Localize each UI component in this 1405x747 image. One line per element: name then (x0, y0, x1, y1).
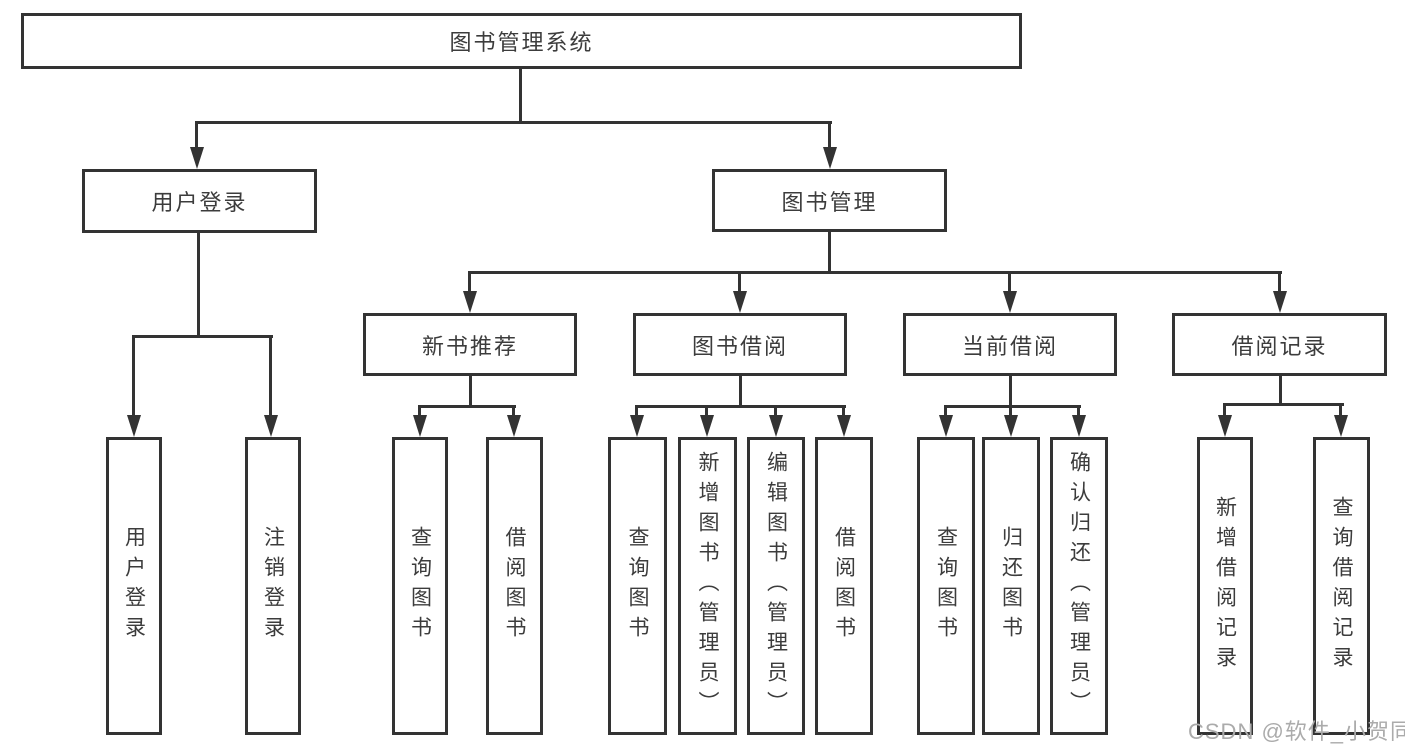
arrowhead-down-icon (837, 415, 851, 437)
connector-line (944, 405, 947, 415)
arrowhead-down-icon (1003, 291, 1017, 313)
connector-line (774, 405, 777, 415)
node-label: 新书推荐 (421, 333, 518, 359)
connector-line (635, 405, 638, 415)
connector-line (1009, 376, 1012, 407)
leaf-label: 查询图书 (626, 526, 649, 646)
node-label: 图书管理 (781, 189, 878, 215)
connector-line (1077, 405, 1080, 415)
leaf-label: 新增图书（管理员） (696, 451, 719, 721)
connector-line (469, 271, 1282, 274)
arrowhead-down-icon (733, 291, 747, 313)
connector-line (512, 405, 515, 415)
arrowhead-down-icon (823, 147, 837, 169)
connector-line (419, 405, 516, 408)
leaf-logout: 注销登录 (245, 437, 301, 735)
leaf-user-login: 用户登录 (106, 437, 162, 735)
connector-line (519, 69, 522, 122)
leaf-borrow-books-recommend: 借阅图书 (486, 437, 543, 735)
arrowhead-down-icon (190, 147, 204, 169)
arrowhead-down-icon (1218, 415, 1232, 437)
leaf-edit-books-admin: 编辑图书（管理员） (747, 437, 805, 735)
leaf-query-books-recommend: 查询图书 (392, 437, 448, 735)
arrowhead-down-icon (463, 291, 477, 313)
leaf-label: 确认归还（管理员） (1067, 451, 1091, 721)
arrowhead-down-icon (700, 415, 714, 437)
leaf-label: 借阅图书 (832, 526, 856, 646)
connector-line (197, 233, 200, 337)
leaf-return-books: 归还图书 (982, 437, 1040, 735)
arrowhead-down-icon (1334, 415, 1348, 437)
node-label: 图书借阅 (691, 333, 788, 359)
leaf-label: 新增借阅记录 (1213, 496, 1237, 676)
connector-line (842, 405, 845, 415)
connector-line (468, 271, 471, 291)
leaf-label: 查询图书 (408, 526, 432, 646)
node-label: 图书管理系统 (449, 30, 594, 55)
connector-line (269, 335, 272, 415)
connector-line (1008, 271, 1011, 291)
connector-line (828, 121, 831, 147)
leaf-add-books-admin: 新增图书（管理员） (678, 437, 737, 735)
arrowhead-down-icon (1072, 415, 1086, 437)
node-label: 当前借阅 (961, 333, 1058, 359)
leaf-query-books-current: 查询图书 (917, 437, 975, 735)
csdn-watermark: CSDN @软件_小贺同学 (1188, 719, 1405, 744)
node-label: 借阅记录 (1231, 333, 1328, 359)
leaf-query-books-borrow: 查询图书 (608, 437, 667, 735)
connector-line (133, 335, 273, 338)
node-book-borrow: 图书借阅 (633, 313, 847, 376)
connector-line (132, 335, 135, 415)
leaf-confirm-return-admin: 确认归还（管理员） (1050, 437, 1108, 735)
node-user-login: 用户登录 (82, 169, 317, 233)
node-borrow-records: 借阅记录 (1172, 313, 1387, 376)
connector-line (738, 271, 741, 291)
leaf-label: 用户登录 (122, 526, 146, 646)
connector-line (1009, 405, 1012, 415)
connector-line (636, 405, 846, 408)
connector-line (739, 376, 742, 407)
connector-line (418, 405, 421, 415)
connector-line (196, 121, 832, 124)
node-label: 用户登录 (151, 190, 248, 215)
connector-line (1339, 403, 1342, 415)
arrowhead-down-icon (264, 415, 278, 437)
leaf-borrow-books: 借阅图书 (815, 437, 873, 735)
connector-line (828, 232, 831, 273)
arrowhead-down-icon (1273, 291, 1287, 313)
leaf-add-borrow-record: 新增借阅记录 (1197, 437, 1253, 735)
node-book-management: 图书管理 (712, 169, 947, 232)
leaf-label: 注销登录 (261, 526, 285, 646)
leaf-label: 借阅图书 (503, 526, 526, 646)
leaf-query-borrow-record: 查询借阅记录 (1313, 437, 1370, 735)
node-root-system: 图书管理系统 (21, 13, 1022, 69)
connector-line (469, 376, 472, 407)
connector-line (1224, 403, 1344, 406)
connector-line (1279, 376, 1282, 405)
leaf-label: 编辑图书（管理员） (764, 451, 788, 721)
arrowhead-down-icon (1004, 415, 1018, 437)
arrowhead-down-icon (127, 415, 141, 437)
connector-line (195, 121, 198, 147)
connector-line (1223, 403, 1226, 415)
arrowhead-down-icon (413, 415, 427, 437)
connector-line (1278, 271, 1281, 291)
connector-line (945, 405, 1081, 408)
arrowhead-down-icon (507, 415, 521, 437)
arrowhead-down-icon (769, 415, 783, 437)
leaf-label: 查询借阅记录 (1330, 496, 1353, 676)
arrowhead-down-icon (630, 415, 644, 437)
arrowhead-down-icon (939, 415, 953, 437)
leaf-label: 归还图书 (999, 526, 1023, 646)
node-new-book-recommend: 新书推荐 (363, 313, 577, 376)
node-current-borrow: 当前借阅 (903, 313, 1117, 376)
connector-line (705, 405, 708, 415)
leaf-label: 查询图书 (934, 526, 958, 646)
